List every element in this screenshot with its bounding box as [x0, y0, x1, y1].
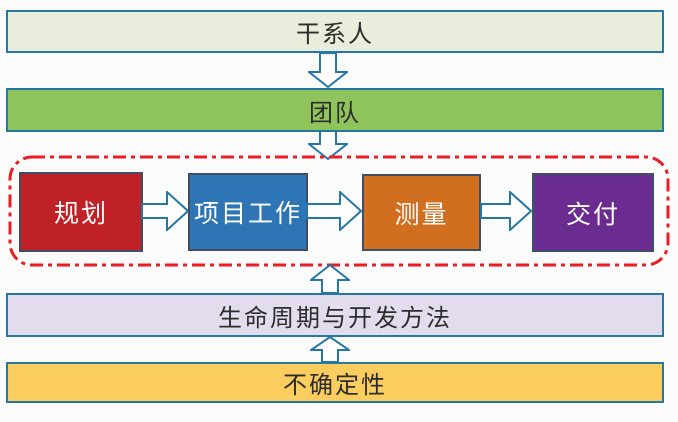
- delivery-label: 交付: [565, 201, 620, 229]
- lifecycle-bar: 生命周期与开发方法: [6, 293, 664, 337]
- team-label: 团队: [309, 100, 361, 127]
- stakeholders-label: 干系人: [296, 22, 374, 48]
- delivery-box: 交付: [532, 173, 654, 252]
- arrow-right-icon: [306, 191, 362, 231]
- measurement-label: 测量: [394, 201, 449, 229]
- planning-box: 规划: [19, 172, 143, 252]
- arrow-right-icon: [480, 191, 532, 231]
- arrow-down-icon: [308, 131, 348, 160]
- stakeholders-bar: 干系人: [6, 10, 664, 53]
- arrow-down-icon: [308, 52, 348, 88]
- planning-label: 规划: [53, 201, 108, 228]
- measurement-box: 测量: [362, 174, 481, 251]
- uncertainty-bar: 不确定性: [6, 362, 664, 403]
- uncertainty-label: 不确定性: [283, 373, 387, 399]
- process-group-frame: [8, 155, 670, 272]
- arrow-up-icon: [310, 336, 350, 362]
- team-bar: 团队: [6, 88, 664, 132]
- arrow-right-icon: [141, 191, 189, 231]
- project-work-box: 项目工作: [188, 173, 308, 251]
- lifecycle-label: 生命周期与开发方法: [218, 305, 452, 332]
- arrow-up-icon: [310, 264, 350, 293]
- project-work-label: 项目工作: [193, 201, 302, 228]
